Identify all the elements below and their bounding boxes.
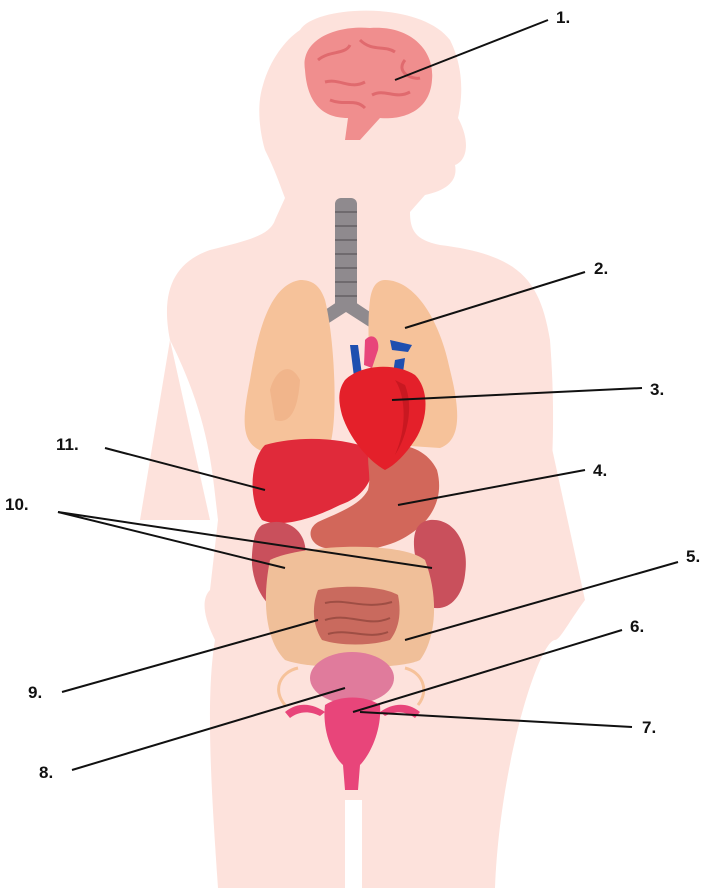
label-3: 3.	[650, 381, 664, 398]
label-6: 6.	[630, 618, 644, 635]
bladder	[310, 652, 394, 704]
label-5: 5.	[686, 548, 700, 565]
label-9: 9.	[28, 684, 42, 701]
label-1: 1.	[556, 9, 570, 26]
label-8: 8.	[39, 764, 53, 781]
label-10: 10.	[5, 496, 29, 513]
label-4: 4.	[593, 462, 607, 479]
arm-shade-right	[548, 430, 585, 600]
small-intestine	[314, 587, 400, 645]
label-11: 11.	[56, 436, 79, 453]
label-7: 7.	[642, 719, 656, 736]
label-2: 2.	[594, 260, 608, 277]
